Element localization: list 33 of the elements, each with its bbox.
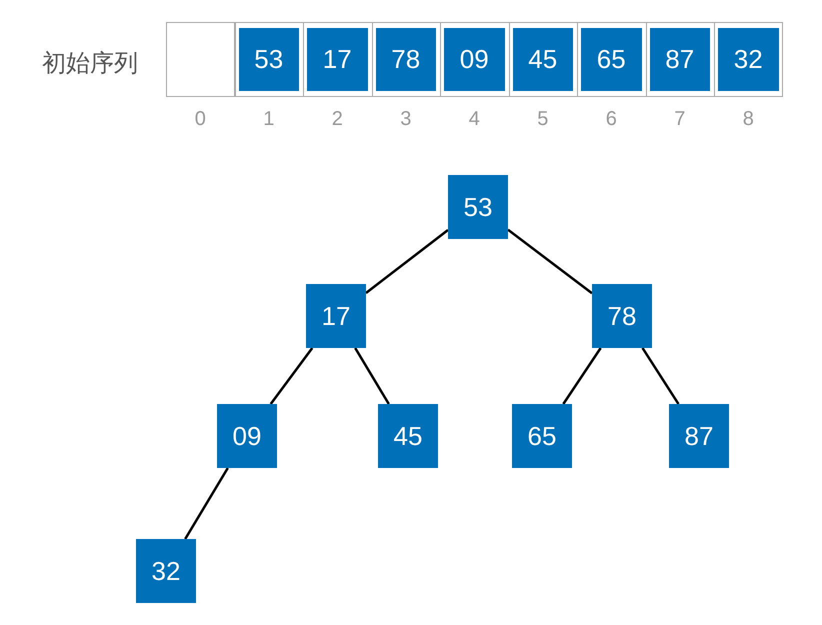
connector-line	[270, 347, 314, 405]
array-cell: 87	[650, 28, 710, 91]
connector-line	[562, 347, 602, 405]
index-label: 4	[468, 107, 481, 132]
array-cell: 65	[581, 28, 642, 91]
connector-line	[507, 228, 593, 294]
array-cell: 17	[307, 28, 368, 91]
tree-node: 65	[512, 404, 572, 468]
tree-node: 45	[378, 404, 438, 468]
connector-line	[184, 467, 229, 540]
array-cell: 09	[444, 28, 504, 91]
connector-line	[365, 229, 449, 294]
tree-node: 09	[217, 404, 277, 468]
index-label: 7	[673, 107, 686, 132]
index-label: 6	[604, 107, 618, 132]
index-label: 2	[330, 107, 344, 132]
index-label: 0	[194, 107, 207, 132]
array-cell: 32	[718, 28, 778, 91]
tree-node: 87	[669, 404, 729, 468]
array-cell: 53	[238, 28, 299, 91]
row-label: 初始序列	[42, 49, 138, 79]
index-label: 3	[399, 107, 412, 132]
index-label: 5	[536, 107, 550, 132]
connector-line	[641, 347, 680, 405]
tree-node: 32	[136, 539, 196, 603]
tree-node: 78	[592, 284, 652, 348]
tree-node: 17	[306, 284, 366, 348]
connector-line	[354, 347, 390, 405]
tree-node: 53	[448, 175, 508, 239]
array-cell: 45	[512, 28, 573, 91]
array-cell: 78	[376, 28, 436, 91]
index-label: 1	[262, 107, 276, 132]
index-label: 8	[742, 107, 755, 132]
